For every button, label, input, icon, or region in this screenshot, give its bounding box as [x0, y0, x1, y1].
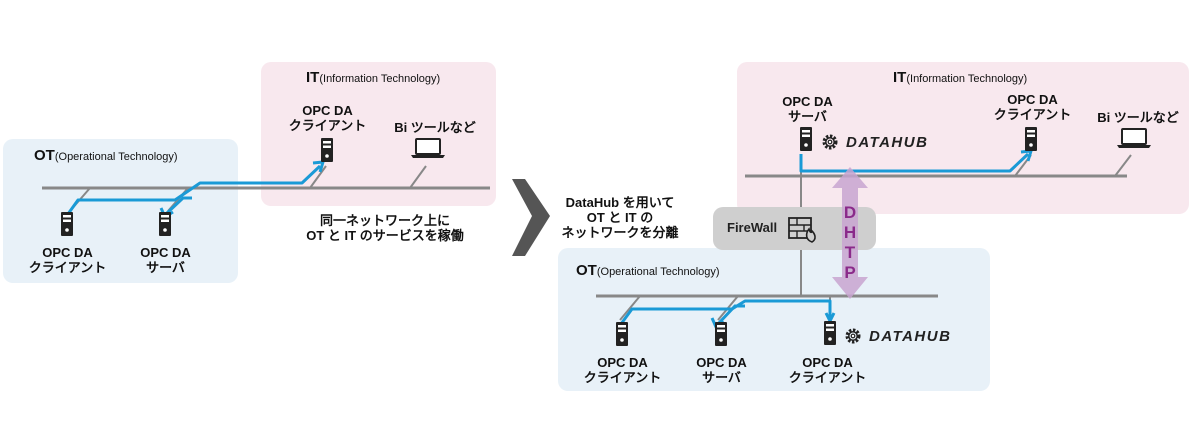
left-it-client-server-icon — [321, 138, 333, 162]
left-ot-client-label-line1: OPC DA — [42, 245, 93, 260]
middle-caption-line3: ネットワークを分離 — [561, 225, 679, 240]
right-ot-client1-label: OPC DA クライアント — [575, 355, 670, 385]
dhtp-letter-p: P — [844, 263, 856, 282]
right-it-server-label: OPC DA サーバ — [760, 94, 855, 124]
firewall-label: FireWall — [727, 220, 778, 235]
right-it-client-label: OPC DA クライアント — [985, 92, 1080, 122]
right-it-client-server-icon — [1025, 127, 1037, 151]
left-ot-client-server-icon — [61, 212, 73, 236]
left-it-tool-label-text: Bi ツールなど — [394, 120, 476, 135]
right-ot-datahub-logo: DATAHUB — [869, 328, 952, 345]
right-it-server-icon — [800, 127, 812, 151]
right-it-zone — [737, 62, 1189, 214]
middle-caption-line1: DataHub を用いて — [565, 195, 675, 210]
right-ot-client1-server-icon — [616, 322, 628, 346]
right-it-data-flow-arrow — [799, 149, 1034, 173]
middle-caption-line2: OT と IT の — [586, 210, 654, 225]
middle-caption: DataHub を用いて OT と IT の ネットワークを分離 — [555, 195, 685, 240]
right-it-tool-label-text: Bi ツールなど — [1097, 110, 1179, 125]
left-it-client-label-line1: OPC DA — [302, 103, 353, 118]
left-caption-line1: 同一ネットワーク上に — [319, 213, 450, 228]
right-it-datahub-logo: DATAHUB — [846, 134, 929, 151]
left-it-laptop-icon — [410, 138, 446, 159]
right-it-client-label-line2: クライアント — [993, 107, 1072, 122]
left-ot-server-label-line1: OPC DA — [140, 245, 191, 260]
right-it-client-label-line1: OPC DA — [1007, 92, 1058, 107]
right-ot-server-label-line1: OPC DA — [696, 355, 747, 370]
right-ot-server-label-line2: サーバ — [702, 370, 741, 385]
right-it-title: IT(Information Technology) — [893, 69, 1027, 86]
left-it-client-label-line2: クライアント — [288, 118, 367, 133]
right-it-server-label-line1: OPC DA — [782, 94, 833, 109]
right-ot-datahub-gear-icon — [845, 328, 861, 344]
left-caption-line2: OT と IT のサービスを稼働 — [306, 228, 464, 243]
left-it-title-main: IT — [306, 69, 320, 86]
left-ot-server-label: OPC DA サーバ — [118, 245, 213, 275]
left-ot-server-icon — [159, 212, 171, 236]
right-ot-client1-label-line2: クライアント — [583, 370, 662, 385]
left-it-title-sub: (Information Technology) — [319, 73, 441, 85]
left-it-tool-label: Bi ツールなど — [385, 120, 485, 135]
right-ot-server-icon — [715, 322, 727, 346]
left-ot-client-label-line2: クライアント — [28, 260, 107, 275]
right-ot-title-sub: (Operational Technology) — [596, 266, 720, 278]
right-ot-zone — [558, 248, 990, 391]
dhtp-letter-t: T — [844, 243, 856, 262]
right-ot-client1-label-line1: OPC DA — [597, 355, 648, 370]
dhtp-letter-d: D — [843, 203, 857, 222]
right-ot-client2-label-line1: OPC DA — [802, 355, 853, 370]
left-ot-server-label-line2: サーバ — [146, 260, 185, 275]
right-ot-client2-label-line2: クライアント — [788, 370, 867, 385]
dhtp-label: D H T P — [840, 203, 860, 283]
right-ot-data-flow-arrow — [619, 299, 836, 330]
right-it-tool-label: Bi ツールなど — [1088, 110, 1188, 125]
left-it-title: IT(Information Technology) — [306, 69, 440, 86]
right-ot-server-label: OPC DA サーバ — [674, 355, 769, 385]
left-ot-client-label: OPC DA クライアント — [20, 245, 115, 275]
left-ot-zone — [3, 139, 238, 283]
right-ot-client2-server-icon — [824, 321, 836, 345]
left-ot-title-sub: (Operational Technology) — [54, 151, 178, 163]
dhtp-letter-h: H — [843, 223, 857, 242]
right-it-title-main: IT — [893, 69, 907, 86]
right-it-title-sub: (Information Technology) — [906, 73, 1028, 85]
right-it-datahub-gear-icon — [822, 134, 838, 150]
left-ot-title: OT(Operational Technology) — [34, 147, 178, 164]
left-it-client-label: OPC DA クライアント — [280, 103, 375, 133]
firewall-icon — [788, 217, 816, 243]
right-ot-title-main: OT — [576, 262, 597, 279]
right-it-laptop-icon — [1116, 128, 1152, 149]
right-ot-title: OT(Operational Technology) — [576, 262, 720, 279]
right-it-server-label-line2: サーバ — [788, 109, 827, 124]
left-ot-title-main: OT — [34, 147, 55, 164]
right-ot-client2-label: OPC DA クライアント — [780, 355, 875, 385]
transition-arrow — [512, 179, 550, 256]
left-caption: 同一ネットワーク上に OT と IT のサービスを稼働 — [290, 213, 480, 243]
dhtp-double-arrow — [832, 167, 868, 299]
